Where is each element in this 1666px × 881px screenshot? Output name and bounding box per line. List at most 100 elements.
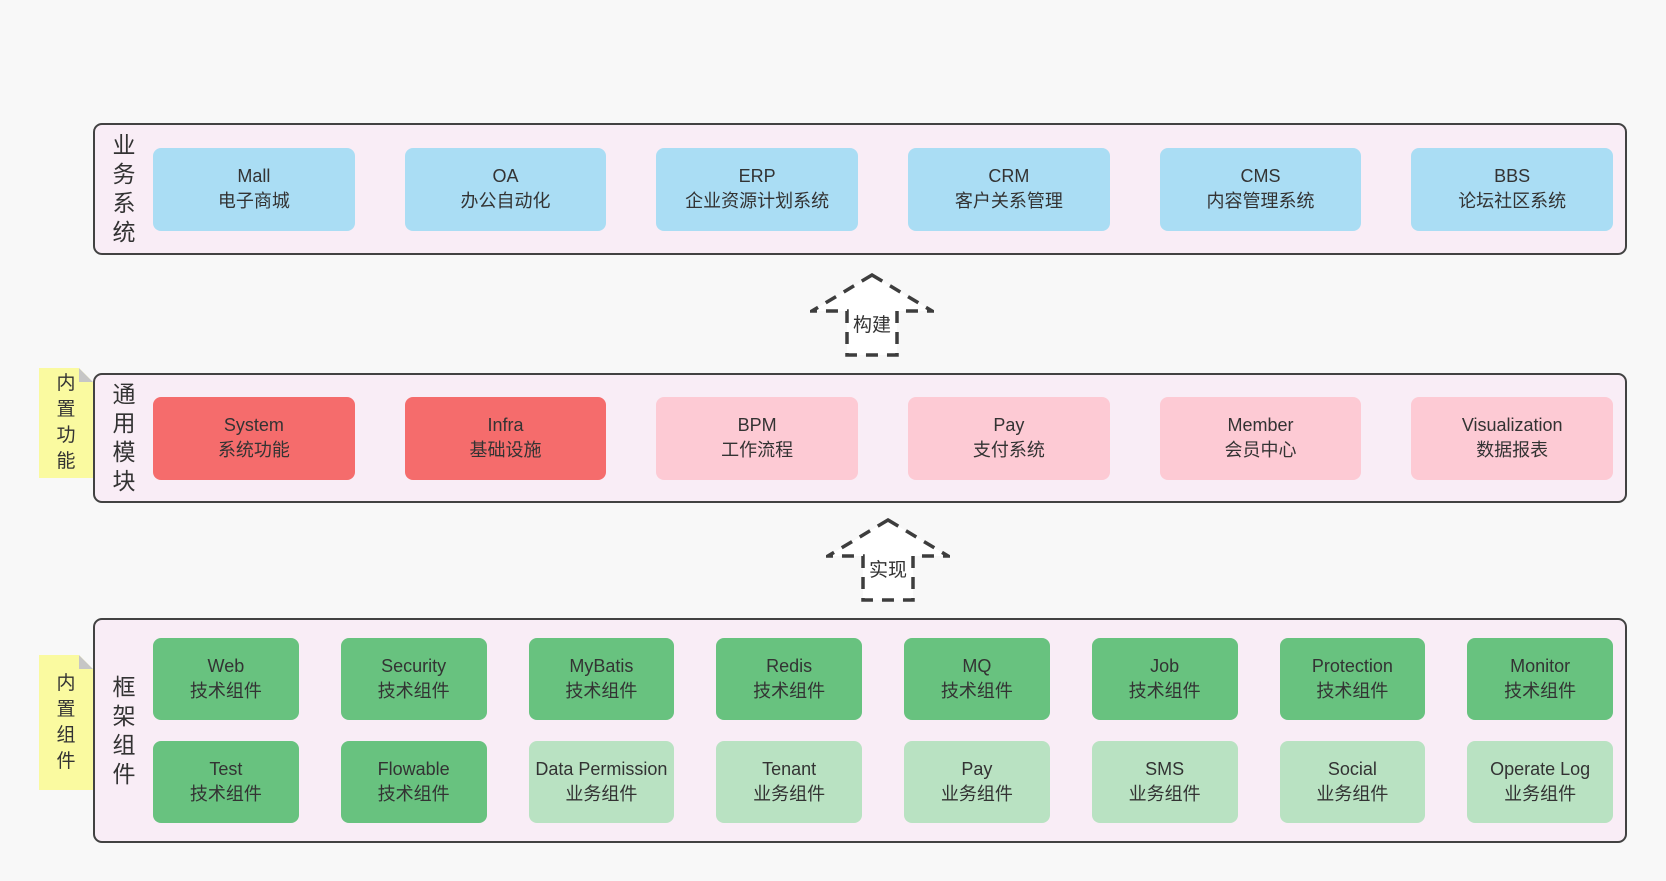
box-title: Test — [209, 759, 243, 779]
box-member: Member 会员中心 — [1159, 396, 1362, 480]
box-flowable: Flowable 技术组件 — [340, 741, 487, 823]
box-mybatis: MyBatis 技术组件 — [528, 638, 675, 720]
box-title: Pay — [993, 415, 1025, 435]
box-title: SMS — [1145, 759, 1185, 779]
box-title: System — [223, 415, 284, 435]
sticky-note-text: 内置功能 — [56, 373, 76, 472]
box-subtitle: 技术组件 — [1504, 681, 1577, 701]
box-subtitle: 技术组件 — [377, 681, 450, 701]
box-title: Visualization — [1461, 415, 1563, 435]
box-subtitle: 业务组件 — [1316, 784, 1389, 804]
box-subtitle: 论坛社区系统 — [1458, 191, 1567, 211]
box-erp: ERP 企业资源计划系统 — [656, 147, 859, 231]
box-subtitle: 业务组件 — [1504, 784, 1577, 804]
box-bbs: BBS 论坛社区系统 — [1411, 147, 1614, 231]
box-pay-module: Pay 支付系统 — [908, 396, 1110, 480]
box-sms: SMS 业务组件 — [1091, 741, 1238, 823]
box-title: Tenant — [762, 759, 817, 779]
box-title: Pay — [961, 759, 993, 779]
box-title: Flowable — [377, 759, 450, 779]
box-infra: Infra 基础设施 — [404, 396, 607, 480]
box-system: System 系统功能 — [153, 396, 355, 480]
box-subtitle: 业务组件 — [565, 784, 638, 804]
implement-arrow-icon: 实现 — [826, 518, 950, 602]
box-subtitle: 技术组件 — [1128, 681, 1201, 701]
box-title: CMS — [1240, 166, 1281, 186]
box-subtitle: 支付系统 — [972, 440, 1045, 460]
box-subtitle: 电子商城 — [217, 191, 290, 211]
box-visualization: Visualization 数据报表 — [1411, 396, 1614, 480]
box-oa: OA 办公自动化 — [404, 147, 607, 231]
box-title: Redis — [766, 656, 813, 676]
framework-row-1: Web 技术组件 Security 技术组件 MyBatis 技术组件 Redi… — [153, 638, 1613, 720]
box-title: Mall — [237, 166, 271, 186]
box-subtitle: 业务组件 — [940, 784, 1013, 804]
box-operate-log: Operate Log 业务组件 — [1467, 741, 1613, 823]
framework-row-2: Test 技术组件 Flowable 技术组件 Data Permission … — [153, 741, 1613, 823]
box-subtitle: 会员中心 — [1224, 440, 1297, 460]
box-title: Data Permission — [535, 759, 668, 779]
box-title: ERP — [738, 166, 776, 186]
box-subtitle: 工作流程 — [721, 440, 794, 460]
box-title: Member — [1227, 415, 1294, 435]
sticky-note-text: 内置组件 — [56, 672, 76, 772]
business-systems-boxes: Mall 电子商城 OA 办公自动化 ERP 企业资源计划系统 CRM 客户关系… — [153, 125, 1614, 253]
box-test: Test 技术组件 — [153, 741, 299, 823]
box-subtitle: 基础设施 — [469, 440, 542, 460]
box-subtitle: 业务组件 — [1128, 784, 1201, 804]
framework-components-boxes: Web 技术组件 Security 技术组件 MyBatis 技术组件 Redi… — [153, 620, 1613, 841]
box-subtitle: 技术组件 — [565, 681, 638, 701]
box-subtitle: 系统功能 — [217, 440, 290, 460]
folded-corner-icon — [79, 655, 93, 669]
box-title: Infra — [487, 415, 524, 435]
box-subtitle: 企业资源计划系统 — [685, 191, 830, 211]
box-subtitle: 业务组件 — [753, 784, 826, 804]
implement-arrow-label: 实现 — [865, 555, 911, 582]
box-title: OA — [492, 166, 519, 186]
business-systems-label: 业务系统 — [112, 132, 136, 245]
box-protection: Protection 技术组件 — [1279, 638, 1426, 720]
box-redis: Redis 技术组件 — [716, 638, 862, 720]
box-subtitle: 技术组件 — [1316, 681, 1389, 701]
framework-components-section: 框架组件 Web 技术组件 Security 技术组件 MyBatis 技术组件… — [93, 618, 1627, 843]
box-crm: CRM 客户关系管理 — [908, 147, 1110, 231]
box-social: Social 业务组件 — [1279, 741, 1426, 823]
box-title: Job — [1150, 656, 1180, 676]
box-data-permission: Data Permission 业务组件 — [528, 741, 675, 823]
box-title: MyBatis — [569, 656, 634, 676]
business-systems-section: 业务系统 Mall 电子商城 OA 办公自动化 ERP 企业资源计划系统 CRM… — [93, 123, 1627, 255]
box-subtitle: 内容管理系统 — [1206, 191, 1315, 211]
common-modules-boxes: System 系统功能 Infra 基础设施 BPM 工作流程 Pay 支付系统… — [153, 375, 1614, 501]
common-modules-section: 通用模块 System 系统功能 Infra 基础设施 BPM 工作流程 Pay… — [93, 373, 1627, 503]
box-bpm: BPM 工作流程 — [656, 396, 859, 480]
box-tenant: Tenant 业务组件 — [716, 741, 862, 823]
box-security: Security 技术组件 — [340, 638, 487, 720]
box-title: BBS — [1494, 166, 1531, 186]
build-arrow-label: 构建 — [849, 310, 895, 337]
box-title: Security — [381, 656, 447, 676]
box-title: Protection — [1311, 656, 1393, 676]
box-title: Operate Log — [1490, 759, 1591, 779]
box-job: Job 技术组件 — [1091, 638, 1238, 720]
build-arrow-icon: 构建 — [810, 273, 934, 357]
box-title: BPM — [737, 415, 777, 435]
folded-corner-icon — [79, 368, 93, 382]
box-mq: MQ 技术组件 — [904, 638, 1050, 720]
box-title: Monitor — [1510, 656, 1571, 676]
box-web: Web 技术组件 — [153, 638, 299, 720]
sticky-note-built-in-components: 内置组件 — [39, 655, 93, 790]
box-subtitle: 数据报表 — [1476, 440, 1549, 460]
box-title: CRM — [988, 166, 1030, 186]
box-subtitle: 办公自动化 — [460, 191, 551, 211]
box-mall: Mall 电子商城 — [153, 147, 355, 231]
box-monitor: Monitor 技术组件 — [1467, 638, 1613, 720]
box-title: Social — [1327, 759, 1377, 779]
framework-components-label: 框架组件 — [112, 673, 136, 787]
box-pay-component: Pay 业务组件 — [904, 741, 1050, 823]
box-subtitle: 技术组件 — [189, 681, 262, 701]
box-subtitle: 技术组件 — [377, 784, 450, 804]
box-subtitle: 技术组件 — [189, 784, 262, 804]
box-cms: CMS 内容管理系统 — [1159, 147, 1362, 231]
sticky-note-built-in-functions: 内置功能 — [39, 368, 93, 478]
common-modules-label: 通用模块 — [112, 381, 136, 494]
